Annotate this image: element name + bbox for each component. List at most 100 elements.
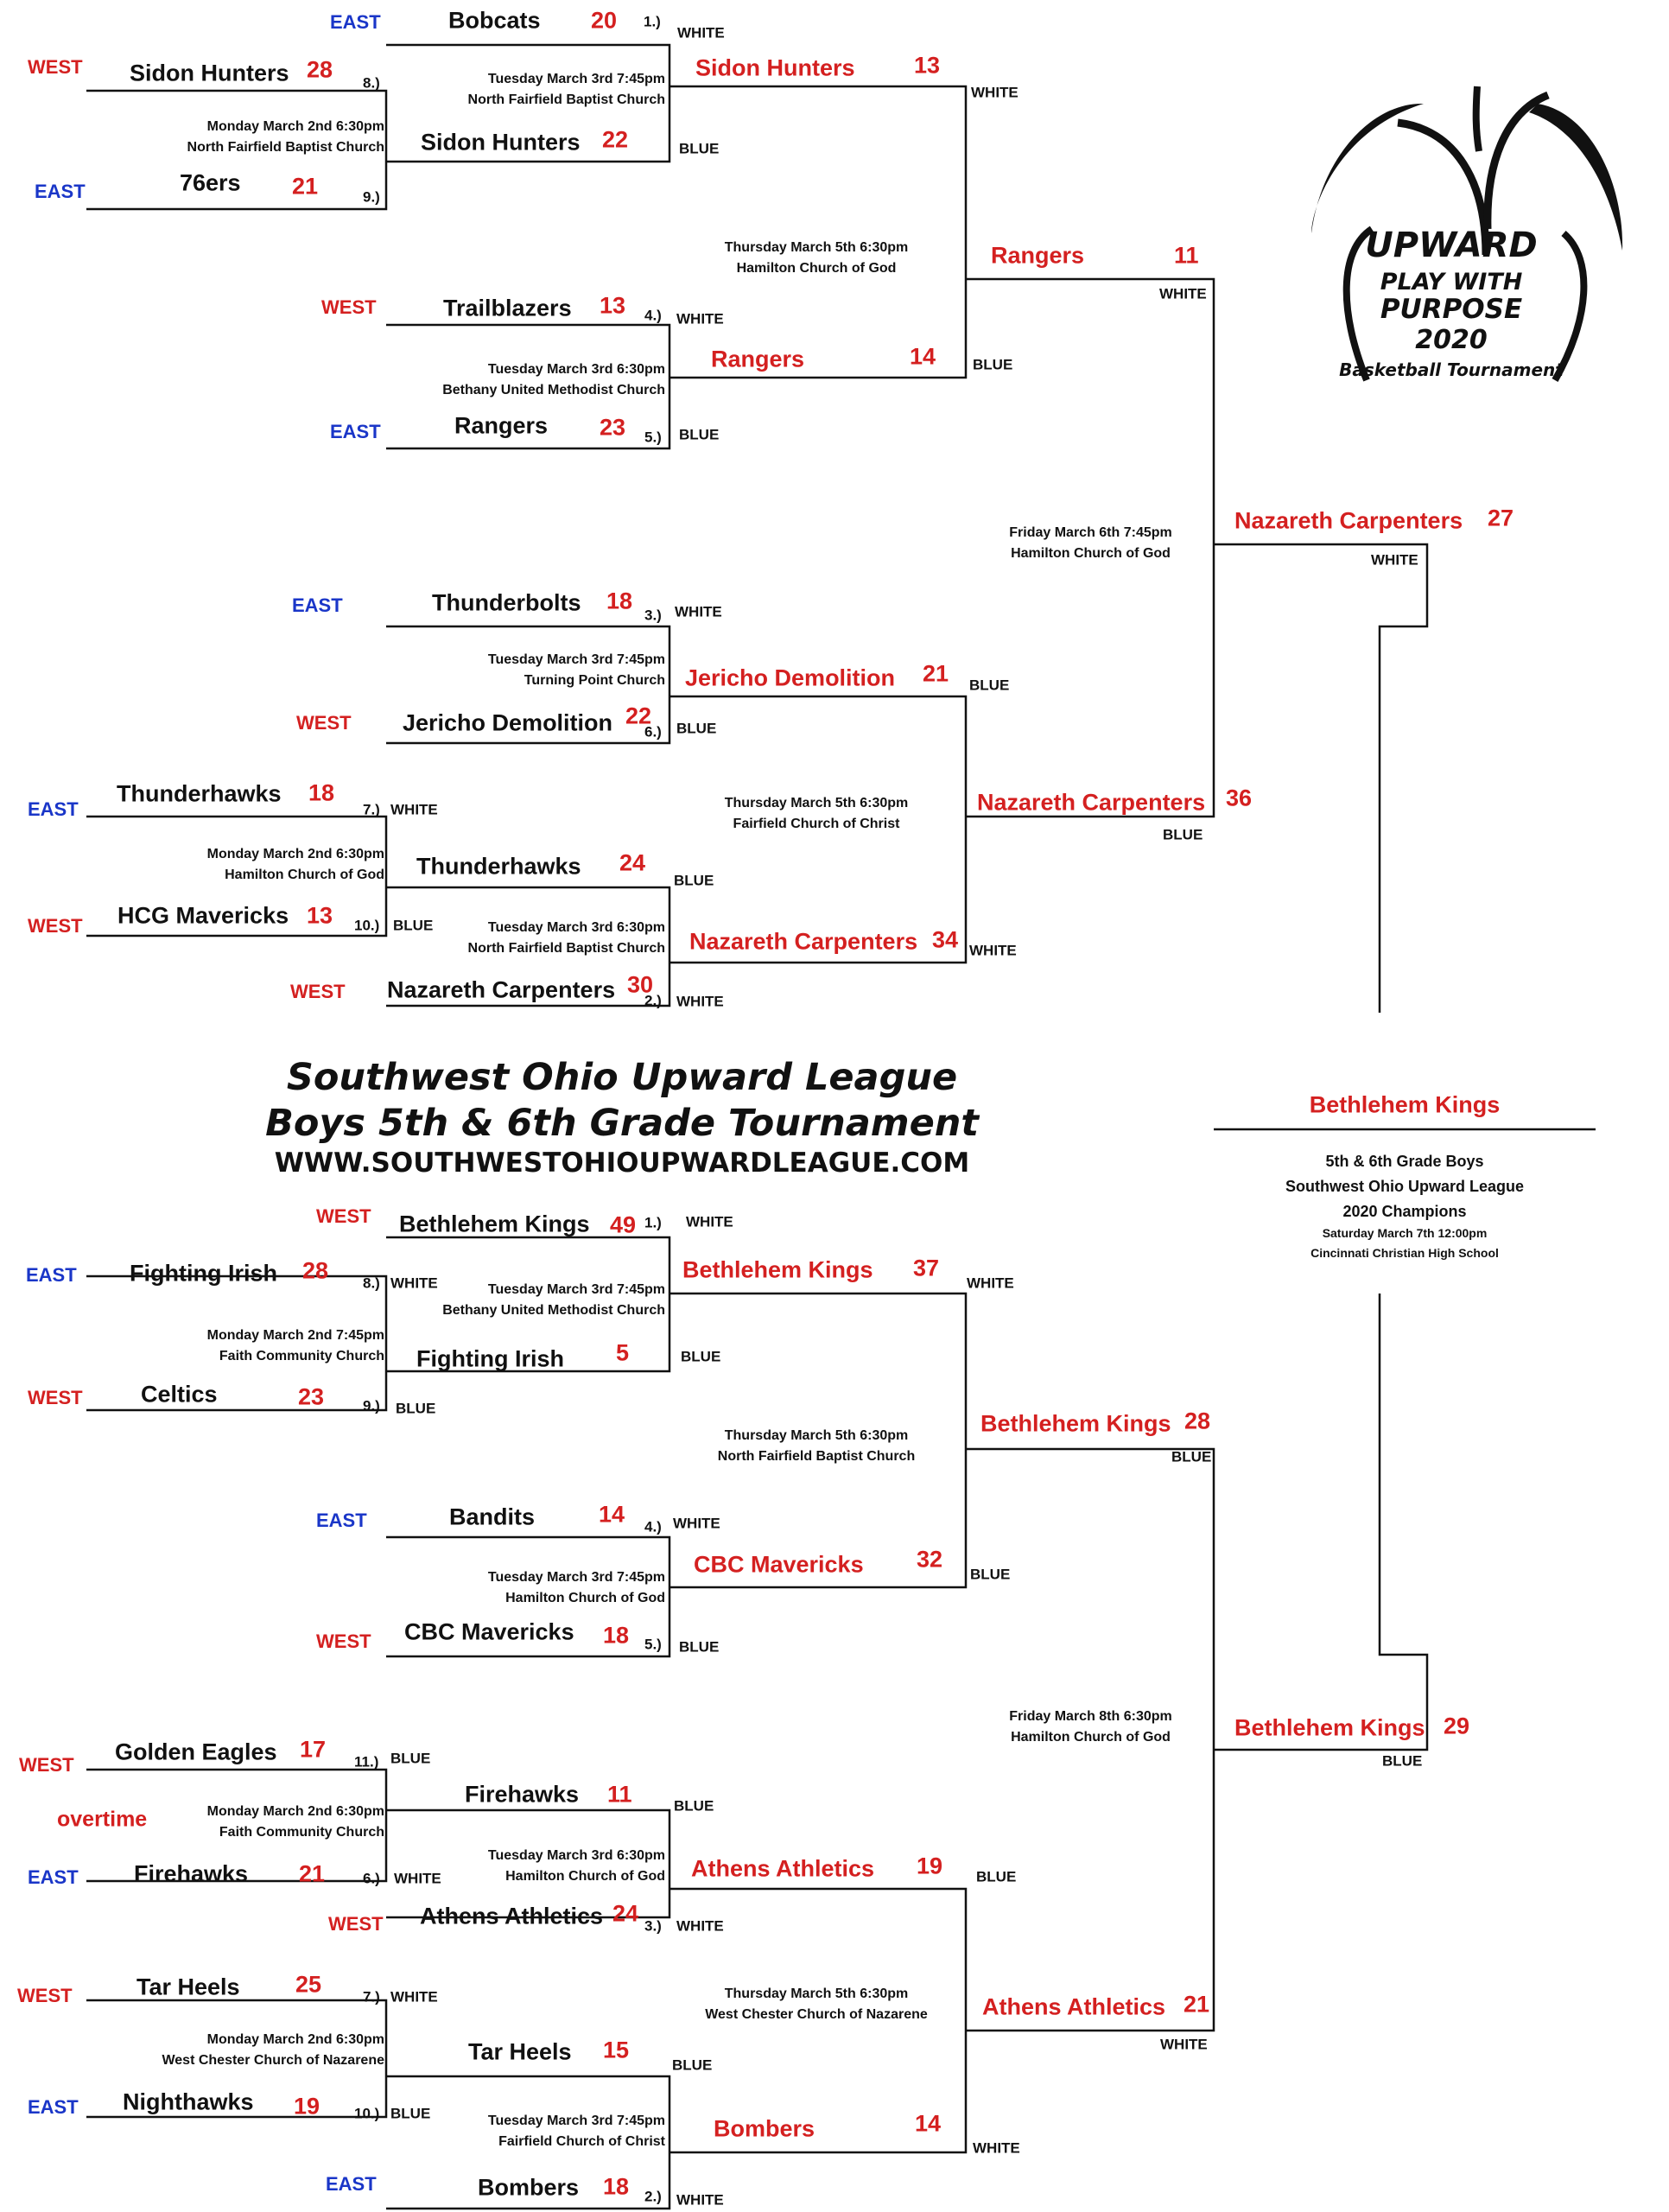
jersey-color: WHITE <box>1159 285 1207 302</box>
team-score: 36 <box>1226 785 1253 811</box>
game-date: Thursday March 5th 6:30pm <box>724 1428 909 1443</box>
team-score: 23 <box>298 1383 325 1410</box>
bracket-line <box>670 85 968 379</box>
game-date: Tuesday March 3rd 7:45pm <box>487 72 665 86</box>
game-venue: Bethany United Methodist Church <box>442 383 665 397</box>
game-date: Monday March 2nd 6:30pm <box>206 2032 384 2047</box>
game-info: Monday March 2nd 6:30pm Faith Community … <box>130 1802 384 1843</box>
game-info: Friday March 8th 6:30pm Hamilton Church … <box>968 1707 1214 1748</box>
division-label: WEST <box>290 981 346 1002</box>
seed-label: 7.) <box>363 1988 380 2005</box>
game-date: Thursday March 5th 6:30pm <box>724 1986 909 2001</box>
team-score: 24 <box>612 1900 639 1927</box>
team-score: 13 <box>600 292 626 319</box>
game-venue: Hamilton Church of God <box>505 1591 665 1605</box>
game-venue: West Chester Church of Nazarene <box>705 2007 928 2022</box>
team-score: 21 <box>1184 1991 1210 2018</box>
jersey-color: BLUE <box>976 1868 1017 1885</box>
logo-brand: UPWARD <box>1365 226 1537 265</box>
seed-label: 3.) <box>644 1917 662 1935</box>
finalist-name: Nazareth Carpenters <box>1234 507 1463 534</box>
jersey-color: BLUE <box>390 1750 431 1767</box>
game-venue: Hamilton Church of God <box>225 868 384 882</box>
team-score: 14 <box>910 343 936 370</box>
upward-logo: UPWARD PLAY WITH PURPOSE 2020 Basketball… <box>1270 78 1633 389</box>
bracket-line <box>386 43 671 163</box>
game-info: Monday March 2nd 6:30pm Hamilton Church … <box>130 844 384 886</box>
winner-name: Athens Athletics <box>982 1993 1166 2020</box>
jersey-color: BLUE <box>970 1566 1011 1583</box>
team-score: 28 <box>1184 1408 1211 1434</box>
team-score: 14 <box>599 1501 625 1528</box>
team-name: Bobcats <box>448 7 541 34</box>
winner-name: Rangers <box>991 242 1085 269</box>
division-label: EAST <box>28 1866 79 1888</box>
division-label: WEST <box>28 56 83 78</box>
team-score: 24 <box>619 849 646 876</box>
logo-caption: Basketball Tournament <box>1339 359 1564 380</box>
team-score: 5 <box>616 1339 630 1366</box>
game-info: Tuesday March 3rd 7:45pm Hamilton Church… <box>415 1567 665 1609</box>
jersey-color: WHITE <box>390 1274 438 1292</box>
division-label: WEST <box>296 712 352 734</box>
division-label: EAST <box>326 2173 377 2195</box>
division-label: EAST <box>35 181 86 202</box>
game-venue: North Fairfield Baptist Church <box>717 1449 916 1464</box>
game-info: Tuesday March 3rd 7:45pm Fairfield Churc… <box>415 2111 665 2152</box>
team-name: Athens Athletics <box>420 1903 604 1929</box>
game-date: Tuesday March 3rd 7:45pm <box>487 1570 665 1585</box>
game-info: Monday March 2nd 6:30pm North Fairfield … <box>130 117 384 158</box>
jersey-color: WHITE <box>676 1917 724 1935</box>
team-score: 20 <box>591 7 618 34</box>
game-venue: Turning Point Church <box>524 673 665 688</box>
game-venue: Fairfield Church of Christ <box>498 2134 665 2149</box>
logo-year: 2020 <box>1415 325 1488 355</box>
jersey-color: WHITE <box>1371 551 1418 569</box>
website-link[interactable]: WWW.SOUTHWESTOHIOUPWARDLEAGUE.COM <box>274 1147 970 1179</box>
game-info: Tuesday March 3rd 7:45pm Turning Point C… <box>415 650 665 691</box>
jersey-color: BLUE <box>681 1348 721 1365</box>
division-label: WEST <box>328 1913 384 1935</box>
division-label: EAST <box>26 1264 77 1286</box>
team-score: 19 <box>917 1853 943 1879</box>
bracket-line <box>386 1808 671 1919</box>
team-score: 14 <box>915 2110 942 2137</box>
jersey-color: BLUE <box>390 2105 431 2122</box>
jersey-color: BLUE <box>393 917 434 934</box>
team-name: Fighting Irish <box>130 1260 277 1287</box>
jersey-color: WHITE <box>673 1515 720 1532</box>
jersey-color: WHITE <box>973 2139 1020 2157</box>
game-venue: Hamilton Church of God <box>1011 546 1171 561</box>
team-score: 18 <box>606 588 633 614</box>
division-label: EAST <box>28 2096 79 2118</box>
jersey-color: WHITE <box>676 993 724 1010</box>
bracket-line <box>670 1292 968 1589</box>
champion-name: Bethlehem Kings <box>1309 1091 1501 1118</box>
jersey-color: BLUE <box>676 720 717 737</box>
game-info: Tuesday March 3rd 6:30pm Bethany United … <box>415 359 665 401</box>
team-name: CBC Mavericks <box>404 1618 574 1645</box>
jersey-color: WHITE <box>390 1988 438 2005</box>
bracket-line <box>86 1274 388 1412</box>
team-name: Bombers <box>478 2174 580 2201</box>
team-name: Nazareth Carpenters <box>387 976 616 1003</box>
champion-line1: 5th & 6th Grade Boys <box>1325 1153 1484 1170</box>
division-label: EAST <box>330 421 381 442</box>
jersey-color: BLUE <box>1163 826 1203 843</box>
team-score: 37 <box>913 1255 940 1281</box>
game-venue: North Fairfield Baptist Church <box>467 941 665 956</box>
team-score: 29 <box>1444 1713 1470 1739</box>
seed-label: 1.) <box>644 1214 662 1231</box>
jersey-color: BLUE <box>679 1638 720 1656</box>
game-info: Tuesday March 3rd 7:45pm Bethany United … <box>415 1280 665 1321</box>
team-name: Thunderhawks <box>117 780 282 807</box>
team-name: Thunderhawks <box>416 853 581 880</box>
champion-line2: Southwest Ohio Upward League <box>1285 1177 1525 1195</box>
team-score: 13 <box>914 52 941 79</box>
seed-label: 2.) <box>644 2188 662 2205</box>
jersey-color: WHITE <box>676 310 724 327</box>
winner-name: Nazareth Carpenters <box>689 928 918 955</box>
seed-label: 3.) <box>644 607 662 624</box>
team-score: 25 <box>295 1971 322 1998</box>
